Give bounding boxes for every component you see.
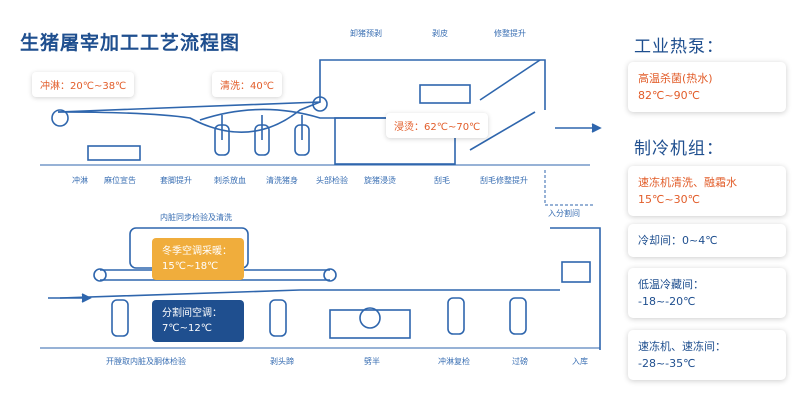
- chiller-card-freezer: 速冻机、速冻间： -28~-35℃: [628, 330, 786, 380]
- wash-temp-label: 清洗：40℃: [212, 72, 282, 97]
- lifter-ramp-top: [479, 59, 541, 101]
- step-label-lower: 入库: [572, 357, 588, 366]
- step-label-upper: 麻位宣告: [104, 176, 136, 185]
- upper-hanging-rail: [199, 108, 410, 121]
- pig-carcass-3: [294, 124, 310, 156]
- lower-carcass-2: [269, 299, 287, 337]
- step-label-lower: 剥头蹄: [270, 357, 294, 366]
- chiller-card-cooling-room: 冷却间：0~4℃: [628, 224, 786, 257]
- step-label-lower: 冲淋复检: [438, 357, 470, 366]
- dehair-machine: [419, 84, 471, 104]
- shower-temp-label: 冲淋：20℃~38℃: [32, 72, 135, 97]
- transfer-line: [544, 170, 595, 206]
- chiller-title: 制冷机组：: [634, 139, 724, 159]
- step-label-upper: 冲淋: [72, 176, 88, 185]
- conveyor-wheel-left: [51, 109, 69, 127]
- step-label-top: 修整提升: [494, 29, 526, 38]
- step-label-top: 剥皮: [432, 29, 448, 38]
- pig-carcass-2: [254, 124, 270, 156]
- upper-conveyor-loop: [57, 59, 546, 113]
- stun-conveyor: [87, 145, 141, 161]
- cutting-room-ac-badge: 分割间空调： 7℃~12℃: [152, 300, 244, 342]
- upper-conveyor-rail: [57, 101, 321, 133]
- cold-store-wall: [550, 227, 601, 350]
- lower-hanging-rail: [59, 289, 560, 299]
- step-label-lower: 过磅: [512, 357, 528, 366]
- enter-cutting-room-label: 入分割间: [548, 209, 580, 218]
- heat-pump-card: 高温杀菌(热水) 82℃~90℃: [628, 62, 786, 112]
- step-label-lower: 开膛取内脏及胴体检验: [106, 357, 186, 366]
- chiller-card-defrost: 速冻机清洗、融霜水 15℃~30℃: [628, 166, 786, 216]
- lower-carcass-3: [447, 297, 465, 335]
- step-label-upper: 刮毛: [434, 176, 450, 185]
- process-flow-diagram: [40, 59, 602, 350]
- splitting-saw: [329, 309, 411, 339]
- step-label-upper: 旋猪浸烫: [364, 176, 396, 185]
- heat-pump-title: 工业热泵：: [634, 37, 724, 57]
- lower-carcass-1: [111, 299, 129, 337]
- step-label-upper: 刺杀放血: [214, 176, 246, 185]
- step-label-upper: 清洗猪身: [266, 176, 298, 185]
- step-label-lower: 劈半: [364, 357, 380, 366]
- winter-heating-badge: 冬季空调采暖： 15℃~18℃: [152, 238, 244, 280]
- upper-hooks: [221, 115, 303, 140]
- viscera-inspection-label: 内脏同步检验及清洗: [160, 213, 232, 222]
- lifter-ramp-bottom: [469, 111, 536, 151]
- pig-carcass-1: [214, 124, 230, 156]
- step-label-top: 卸猪预剥: [350, 29, 382, 38]
- cold-store-window: [561, 261, 591, 283]
- scald-temp-label: 浸烫：62℃~70℃: [386, 113, 489, 138]
- lower-carcass-4: [509, 297, 527, 335]
- diagram-title: 生猪屠宰加工工艺流程图: [20, 32, 241, 54]
- step-label-upper: 刮毛修整提升: [480, 176, 528, 185]
- chiller-card-cold-storage: 低温冷藏间： -18~-20℃: [628, 268, 786, 318]
- step-label-upper: 套脚提升: [160, 176, 192, 185]
- conveyor-wheel-mid: [312, 96, 328, 112]
- step-label-upper: 头部检验: [316, 176, 348, 185]
